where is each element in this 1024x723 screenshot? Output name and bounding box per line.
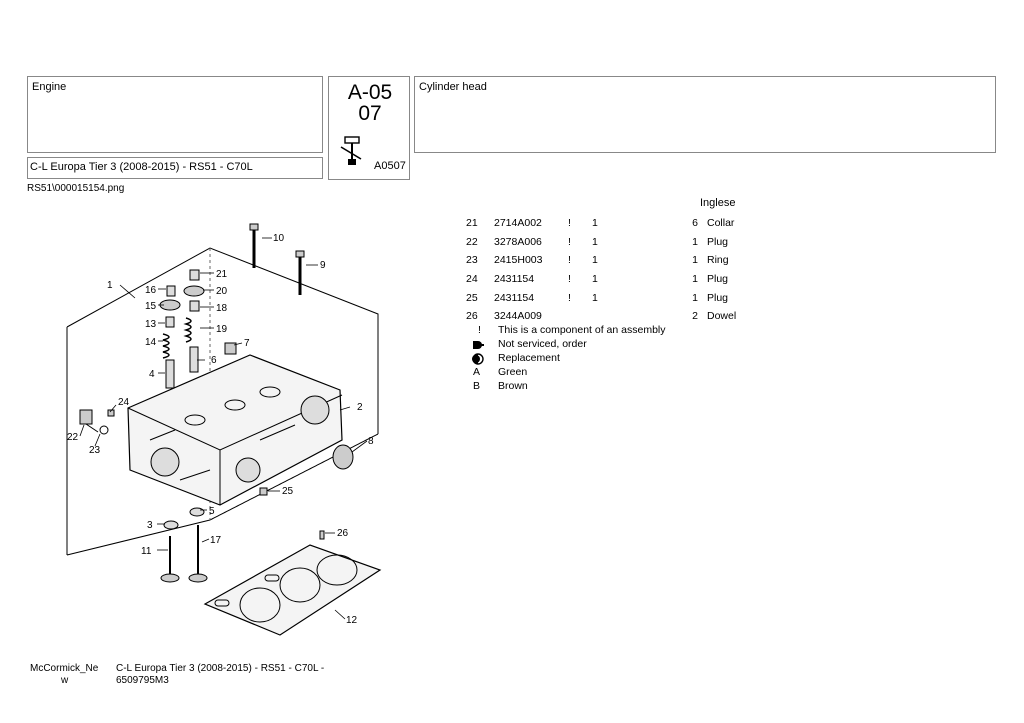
code-line-2: 07 [358, 102, 382, 125]
callout-20: 20 [216, 286, 228, 297]
section-box: Engine [27, 76, 323, 153]
callout-12: 12 [346, 615, 358, 626]
parts-row: 23 2415H003! 1 1 Ring [466, 251, 747, 270]
footer-brand-line-2: w [61, 675, 69, 686]
valve-tool-icon [340, 136, 362, 165]
parts-cell-flag: ! [568, 273, 571, 286]
footer-model-line-2: 6509795M3 [116, 675, 169, 686]
group-box: Cylinder head [414, 76, 996, 153]
callout-13: 13 [145, 319, 157, 330]
callout-23: 23 [89, 445, 101, 456]
code-box: A-05 07 A0507 [328, 76, 410, 180]
callout-15: 15 [145, 301, 157, 312]
parts-cell-pos: 21 [466, 217, 478, 230]
callout-24: 24 [118, 397, 130, 408]
code-line-1: A-05 [347, 81, 393, 104]
footer-brand-line-1: McCormick_Ne [30, 663, 99, 674]
callout-6: 6 [211, 355, 217, 366]
parts-cell-flag: ! [568, 235, 571, 248]
parts-cell-code: 2431154 [494, 273, 535, 286]
parts-cell-desc: Ring [707, 254, 729, 267]
parts-cell-code: 2714A002 [494, 217, 542, 230]
parts-cell-qty: 1 [692, 291, 698, 304]
parts-row: 21 2714A002! 1 6 Collar [466, 214, 747, 233]
parts-row: 26 3244A009 2 Dowel [466, 307, 747, 326]
parts-cell-pos: 24 [466, 273, 478, 286]
parts-cell-code: 3244A009 [494, 310, 542, 323]
callout-4: 4 [149, 369, 155, 380]
not-serviced-icon [473, 341, 484, 349]
parts-cell-qty: 1 [692, 235, 698, 248]
parts-cell-desc: Collar [707, 217, 735, 230]
legend-text: Replacement [498, 352, 560, 364]
callout-14: 14 [145, 337, 157, 348]
parts-cell-flag: ! [568, 291, 571, 304]
parts-cell-qty: 2 [692, 310, 698, 323]
replacement-icon [472, 353, 484, 365]
callout-1: 1 [107, 280, 113, 291]
callout-9: 9 [320, 260, 326, 271]
model-box: C-L Europa Tier 3 (2008-2015) - RS51 - C… [27, 157, 323, 179]
callout-21: 21 [216, 269, 228, 280]
callout-5: 5 [209, 506, 215, 517]
parts-cell-code: 2415H003 [494, 254, 543, 267]
parts-row: 22 3278A006! 1 1 Plug [466, 233, 747, 252]
callout-8: 8 [368, 436, 374, 447]
callout-19: 19 [216, 324, 228, 335]
parts-cell-desc: Plug [707, 273, 729, 286]
parts-cell-code: 2431154 [494, 291, 535, 304]
parts-cell-qty: 1 [692, 273, 698, 286]
legend-text: Green [498, 366, 528, 378]
legend-symbol: A [473, 366, 481, 378]
parts-cell-sub: 1 [592, 273, 598, 286]
callout-16: 16 [145, 285, 157, 296]
callout-10: 10 [273, 233, 285, 244]
legend-text: Brown [498, 380, 528, 392]
parts-cell-code: 3278A006 [494, 235, 542, 248]
legend-symbol: B [473, 380, 481, 392]
callout-11: 11 [141, 546, 152, 557]
parts-cell-sub: 1 [592, 235, 598, 248]
parts-cell-sub: 1 [592, 254, 598, 267]
parts-cell-qty: 1 [692, 254, 698, 267]
parts-cell-desc: Plug [707, 291, 729, 304]
parts-cell-flag: ! [568, 254, 571, 267]
callout-18: 18 [216, 303, 228, 314]
parts-cell-flag: ! [568, 217, 571, 230]
callout-3: 3 [147, 520, 153, 531]
callout-25: 25 [282, 486, 294, 497]
parts-cell-sub: 1 [592, 217, 598, 230]
callout-2: 2 [357, 402, 363, 413]
parts-row: 25 2431154! 1 1 Plug [466, 288, 747, 307]
parts-cell-pos: 22 [466, 235, 478, 248]
parts-cell-desc: Dowel [707, 310, 737, 323]
callout-22: 22 [67, 432, 79, 443]
model-title: C-L Europa Tier 3 (2008-2015) - RS51 - C… [30, 161, 253, 173]
image-filename: RS51\000015154.png [27, 183, 125, 194]
group-title: Cylinder head [419, 81, 487, 93]
ref-code: A0507 [374, 160, 406, 172]
parts-cell-desc: Plug [707, 235, 729, 248]
parts-cell-sub: 1 [592, 291, 598, 304]
legend-text: This is a component of an assembly [498, 324, 666, 336]
callout-17: 17 [210, 535, 222, 546]
parts-row: 24 2431154! 1 1 Plug [466, 270, 747, 289]
language-label: Inglese [700, 197, 736, 209]
legend-text: Not serviced, order [498, 338, 587, 350]
parts-cell-qty: 6 [692, 217, 698, 230]
parts-cell-pos: 23 [466, 254, 478, 267]
legend-symbol: ! [478, 324, 481, 336]
callout-26: 26 [337, 528, 349, 539]
footer-model-line-1: C-L Europa Tier 3 (2008-2015) - RS51 - C… [116, 663, 325, 674]
section-title: Engine [32, 81, 67, 93]
parts-cell-pos: 25 [466, 291, 478, 304]
callout-7: 7 [244, 338, 250, 349]
parts-cell-pos: 26 [466, 310, 478, 323]
